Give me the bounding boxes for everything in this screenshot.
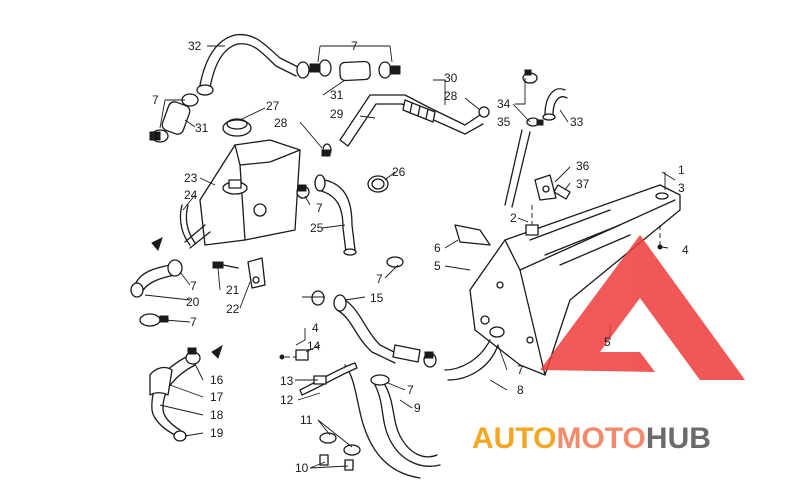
callout-7: 7 — [376, 272, 383, 286]
callout-28: 28 — [444, 89, 458, 103]
screw-2 — [525, 205, 539, 236]
leader-lines — [144, 45, 676, 469]
callout-3: 3 — [678, 181, 685, 195]
callout-10: 10 — [295, 461, 309, 475]
callout-13: 13 — [280, 374, 294, 388]
hose-8 — [444, 326, 505, 381]
bolt-4-right — [657, 225, 663, 250]
callout-17: 17 — [210, 390, 224, 404]
hose-32 — [199, 33, 301, 89]
hose-31-lower — [149, 93, 199, 143]
callout-28: 28 — [274, 116, 288, 130]
flow-arrow-lower — [211, 344, 223, 359]
callout-7: 7 — [407, 383, 414, 397]
screw-4-left — [279, 354, 296, 360]
callout-7: 7 — [517, 363, 524, 377]
callout-5: 5 — [604, 335, 611, 349]
callout-25: 25 — [310, 221, 324, 235]
callout-4: 4 — [312, 321, 319, 335]
callout-5: 5 — [434, 259, 441, 273]
clamp-34 — [522, 69, 538, 84]
clamp-19 — [173, 430, 187, 442]
screw-10 — [319, 454, 354, 471]
callout-33: 33 — [570, 115, 584, 129]
callout-18: 18 — [210, 408, 224, 422]
watermark-auto: AUTO — [472, 422, 556, 455]
spring-clamp-26 — [367, 175, 389, 193]
watermark-logo — [540, 235, 745, 380]
watermark-text: AUTOMOTOHUB — [472, 422, 711, 455]
clamp-11 — [319, 432, 361, 456]
callout-1: 1 — [678, 163, 685, 177]
callout-32: 32 — [188, 39, 202, 53]
callout-14: 14 — [307, 339, 321, 353]
hose-clamp-upper-left — [196, 61, 310, 96]
callout-21: 21 — [226, 283, 240, 297]
hose-short-mid — [392, 344, 421, 363]
callout-7: 7 — [152, 93, 159, 107]
callout-19: 19 — [210, 426, 224, 440]
watermark-hub: HUB — [646, 422, 711, 455]
callout-6: 6 — [434, 241, 441, 255]
callout-37: 37 — [576, 177, 590, 191]
callout-35: 35 — [497, 115, 511, 129]
hose-17 — [149, 354, 196, 436]
clamp-7-right-lower — [423, 351, 437, 368]
screw-21 — [212, 261, 239, 269]
callout-36: 36 — [576, 159, 590, 173]
callout-20: 20 — [186, 295, 200, 309]
sleeve-6 — [454, 224, 491, 246]
clamp-16 — [185, 347, 201, 365]
callout-24: 24 — [184, 188, 198, 202]
callout-numbers: 32 7 7 31 31 27 28 30 28 29 34 35 33 36 … — [152, 39, 689, 475]
callout-7: 7 — [190, 315, 197, 329]
radiator-cap-27 — [222, 118, 252, 137]
hose-33 — [542, 88, 568, 121]
callout-9: 9 — [414, 401, 421, 415]
grommet-14 — [295, 349, 309, 361]
sleeve-30 — [402, 99, 436, 123]
hose-20 — [130, 259, 183, 298]
callout-31: 31 — [330, 88, 344, 102]
flow-arrow-left — [151, 237, 163, 251]
callout-8: 8 — [517, 383, 524, 397]
callout-29: 29 — [330, 107, 344, 121]
clamp-7-upper-mid — [311, 256, 404, 306]
callout-23: 23 — [184, 171, 198, 185]
bracket-22 — [247, 257, 266, 289]
clamp-35 — [526, 117, 544, 127]
watermark-moto: MOTO — [556, 422, 645, 455]
hose-15 — [333, 294, 401, 364]
bracket-36 — [534, 174, 557, 201]
callout-7: 7 — [316, 201, 323, 215]
callout-34: 34 — [497, 97, 511, 111]
callout-30: 30 — [444, 71, 458, 85]
callout-16: 16 — [210, 373, 224, 387]
vent-hose-24 — [179, 204, 196, 246]
callout-15: 15 — [370, 291, 384, 305]
bolt-37 — [553, 184, 571, 200]
hose-25 — [314, 174, 357, 256]
clamp-28-upper — [478, 106, 490, 118]
callout-7: 7 — [351, 39, 358, 53]
callout-12: 12 — [280, 393, 294, 407]
screw-3 — [655, 192, 669, 200]
clamp-7-mid — [296, 184, 310, 199]
clamp-28-lower — [321, 143, 332, 157]
callout-22: 22 — [226, 302, 240, 316]
callout-26: 26 — [392, 165, 406, 179]
callout-11: 11 — [300, 413, 313, 427]
hose-31-upper — [309, 59, 401, 82]
bracket-12 — [299, 362, 358, 396]
callout-2: 2 — [510, 211, 517, 225]
tube-35 — [504, 129, 531, 208]
callout-7: 7 — [190, 279, 197, 293]
callout-27: 27 — [266, 99, 280, 113]
callout-31: 31 — [195, 121, 209, 135]
coolant-reservoir-23 — [184, 139, 301, 249]
callout-4: 4 — [682, 243, 689, 257]
hose-9 — [344, 364, 441, 479]
clamp-lower-left — [139, 313, 169, 327]
